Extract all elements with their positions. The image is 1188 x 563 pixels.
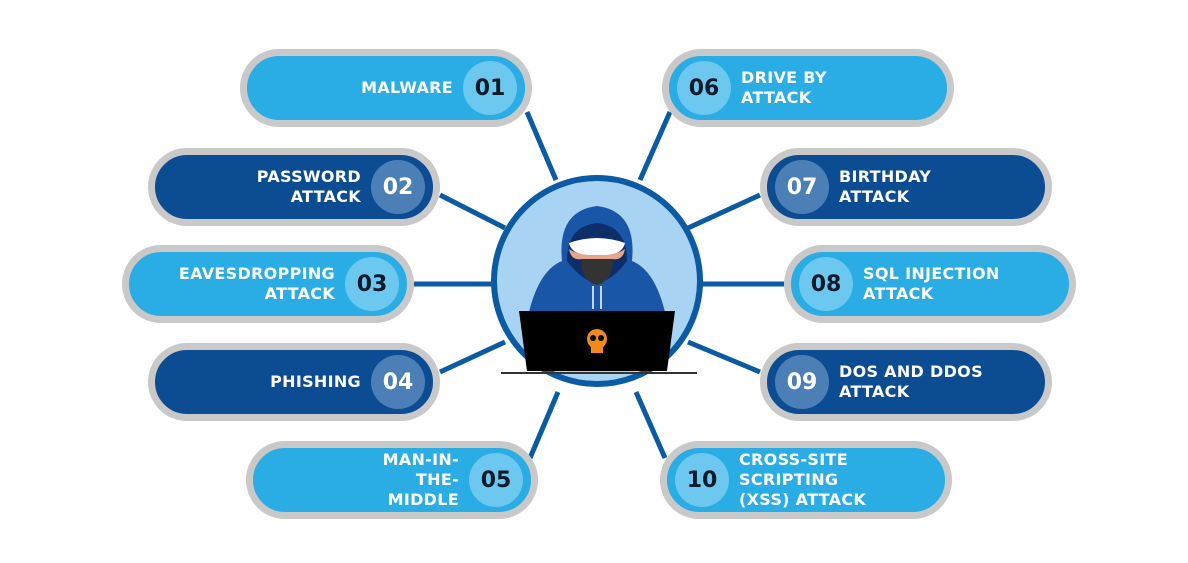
item-number: 04 [371,355,425,409]
attack-item-birthday: 07 BIRTHDAY ATTACK [760,148,1052,226]
attack-item-phishing: PHISHING 04 [148,343,440,421]
item-label: DOS AND DDOS ATTACK [839,362,983,401]
item-label: CROSS-SITE SCRIPTING (XSS) ATTACK [739,450,867,509]
item-number: 03 [345,257,399,311]
item-number: 06 [677,61,731,115]
item-label: BIRTHDAY ATTACK [839,167,932,206]
item-label: PASSWORD ATTACK [256,167,361,206]
item-label: MALWARE [361,78,453,97]
attack-item-drive-by: 06 DRIVE BY ATTACK [662,49,954,127]
item-number: 02 [371,160,425,214]
attack-item-mitm: MAN-IN-THE-MIDDLE 05 [246,441,538,519]
attack-item-eavesdropping: EAVESDROPPING ATTACK 03 [122,245,414,323]
item-number: 10 [675,453,729,507]
hacker-with-laptop-icon [501,206,697,374]
item-number: 05 [469,453,523,507]
skull-icon [587,329,607,353]
attack-item-password: PASSWORD ATTACK 02 [148,148,440,226]
item-label: MAN-IN-THE-MIDDLE [382,450,459,509]
item-label: DRIVE BY ATTACK [741,68,827,107]
attack-item-malware: MALWARE 01 [240,49,532,127]
item-number: 01 [463,61,517,115]
item-label: EAVESDROPPING ATTACK [178,264,335,303]
item-number: 08 [799,257,853,311]
attack-item-dos-ddos: 09 DOS AND DDOS ATTACK [760,343,1052,421]
item-label: PHISHING [270,372,361,391]
item-label: SQL INJECTION ATTACK [863,264,1000,303]
attack-item-xss: 10 CROSS-SITE SCRIPTING (XSS) ATTACK [660,441,952,519]
item-number: 07 [775,160,829,214]
item-number: 09 [775,355,829,409]
hacker-hub [491,175,703,387]
attack-item-sql-injection: 08 SQL INJECTION ATTACK [784,245,1076,323]
